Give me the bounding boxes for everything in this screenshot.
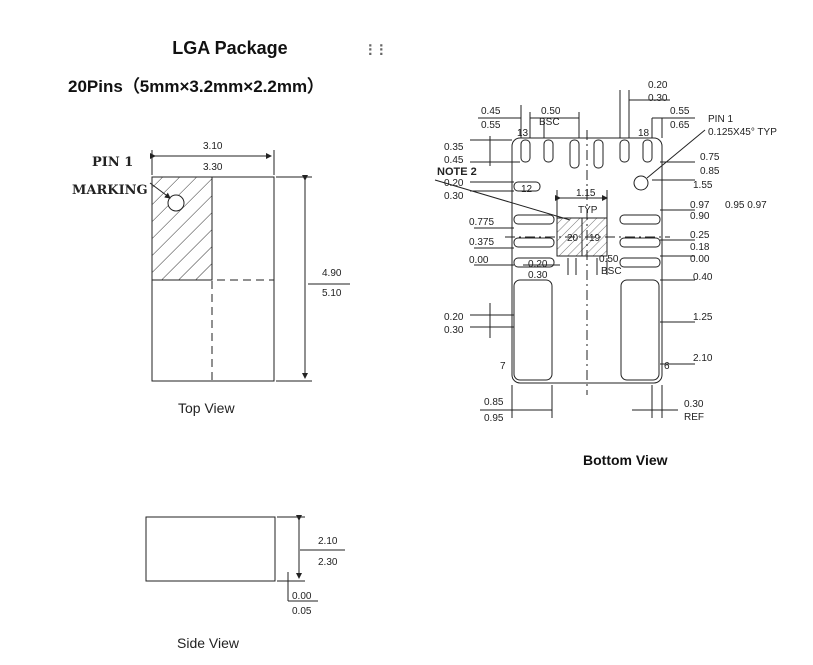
pin1-marking-area	[151, 176, 213, 281]
bottom-pad	[513, 237, 555, 248]
top-view	[149, 150, 350, 382]
dim-text: 0.90	[690, 211, 710, 222]
package-title: LGA Package	[172, 38, 288, 58]
pin-label: 6	[664, 361, 670, 372]
height-min: 2.10	[318, 536, 338, 547]
dim-text: 0.95 0.97	[725, 200, 767, 211]
dim-text: 0.75	[700, 152, 720, 163]
width-min: 3.10	[203, 141, 223, 152]
pin1-dot	[167, 194, 185, 212]
width-max: 3.30	[203, 162, 223, 173]
bottom-pad	[619, 214, 661, 225]
side-view-body	[145, 516, 276, 582]
dim-text: 0.775	[469, 217, 494, 228]
dim-text: 0.20	[444, 312, 464, 323]
dim-text: 1.25	[693, 312, 713, 323]
bottom-pad	[513, 214, 555, 225]
dim-text: REF	[684, 412, 704, 423]
dim-text: 2.10	[693, 353, 713, 364]
side-view	[145, 515, 345, 602]
pin1-chamfer-callout: 0.125X45° TYP	[708, 127, 777, 138]
dim-text: 0.25	[690, 230, 710, 241]
bottom-pad	[543, 139, 554, 163]
dim-text: 0.20	[528, 259, 548, 270]
dim-text: 0.65	[670, 120, 690, 131]
pin-label: 19	[589, 233, 601, 244]
dim-text: 1.15	[576, 188, 596, 199]
bottom-view	[434, 90, 706, 418]
bottom-large-pad-right	[620, 279, 660, 381]
pin1-leader	[646, 129, 706, 179]
dim-text: 0.30	[648, 93, 668, 104]
pin-label: 18	[638, 128, 650, 139]
dim-text: 0.40	[693, 272, 713, 283]
bottom-pad	[642, 139, 653, 163]
bottom-pad	[520, 139, 531, 163]
bottom-view-caption: Bottom View	[583, 452, 668, 468]
dim-text: BSC	[601, 266, 622, 277]
dim-text: 0.35	[444, 142, 464, 153]
dim-text: 0.30	[444, 325, 464, 336]
pin-label: 12	[521, 184, 533, 195]
dim-text: 0.95	[484, 413, 504, 424]
length-max: 5.10	[322, 288, 342, 299]
pin-label: 20	[567, 233, 579, 244]
dim-text: 0.00	[469, 255, 489, 266]
bottom-pad	[619, 139, 630, 163]
note-leader	[434, 179, 571, 221]
pin-label: 13	[517, 128, 529, 139]
dim-text: 0.00	[690, 254, 710, 265]
bottom-pad	[513, 181, 541, 192]
pin1-label: PIN 1	[92, 155, 133, 170]
package-subtitle: 20Pins（5mm×3.2mm×2.2mm）	[68, 77, 325, 96]
dim-text: 0.50	[541, 106, 561, 117]
side-view-caption: Side View	[177, 635, 240, 651]
length-min: 4.90	[322, 268, 342, 279]
note-label: NOTE 2	[437, 166, 477, 178]
dim-text: 0.45	[481, 106, 501, 117]
dim-text: 0.30	[444, 191, 464, 202]
pin1-leader	[149, 182, 171, 199]
dim-text: TYP	[578, 205, 598, 216]
dim-text: 0.20	[648, 80, 668, 91]
bottom-large-pad-left	[513, 279, 553, 381]
dim-text: 0.97	[690, 200, 710, 211]
dim-text: 0.85	[484, 397, 504, 408]
pin1-chamfer-circle	[633, 175, 649, 191]
top-view-caption: Top View	[178, 400, 235, 416]
dim-text: 0.30	[684, 399, 704, 410]
dim-text: 1.55	[693, 180, 713, 191]
pin-label: 7	[500, 361, 506, 372]
dim-text: 0.20	[444, 178, 464, 189]
dim-text: 0.50	[599, 254, 619, 265]
bottom-pad	[619, 237, 661, 248]
dim-text: 0.55	[481, 120, 501, 131]
dim-text: 0.55	[670, 106, 690, 117]
bottom-pad	[593, 139, 604, 169]
bottom-pad	[619, 257, 661, 268]
standoff-min: 0.00	[292, 591, 312, 602]
dim-text: 0.375	[469, 237, 494, 248]
dim-text: 0.85	[700, 166, 720, 177]
dim-text: 0.30	[528, 270, 548, 281]
height-max: 2.30	[318, 557, 338, 568]
marking-label: MARKING	[72, 183, 148, 198]
bottom-pad	[513, 257, 555, 268]
dim-text: BSC	[539, 117, 560, 128]
standoff-max: 0.05	[292, 606, 312, 617]
bottom-pad	[569, 139, 580, 169]
dim-text: 0.18	[690, 242, 710, 253]
dim-text: 0.45	[444, 155, 464, 166]
drag-handle-icon[interactable]: ⠇⠇	[367, 43, 389, 60]
pin1-callout: PIN 1	[708, 114, 733, 125]
